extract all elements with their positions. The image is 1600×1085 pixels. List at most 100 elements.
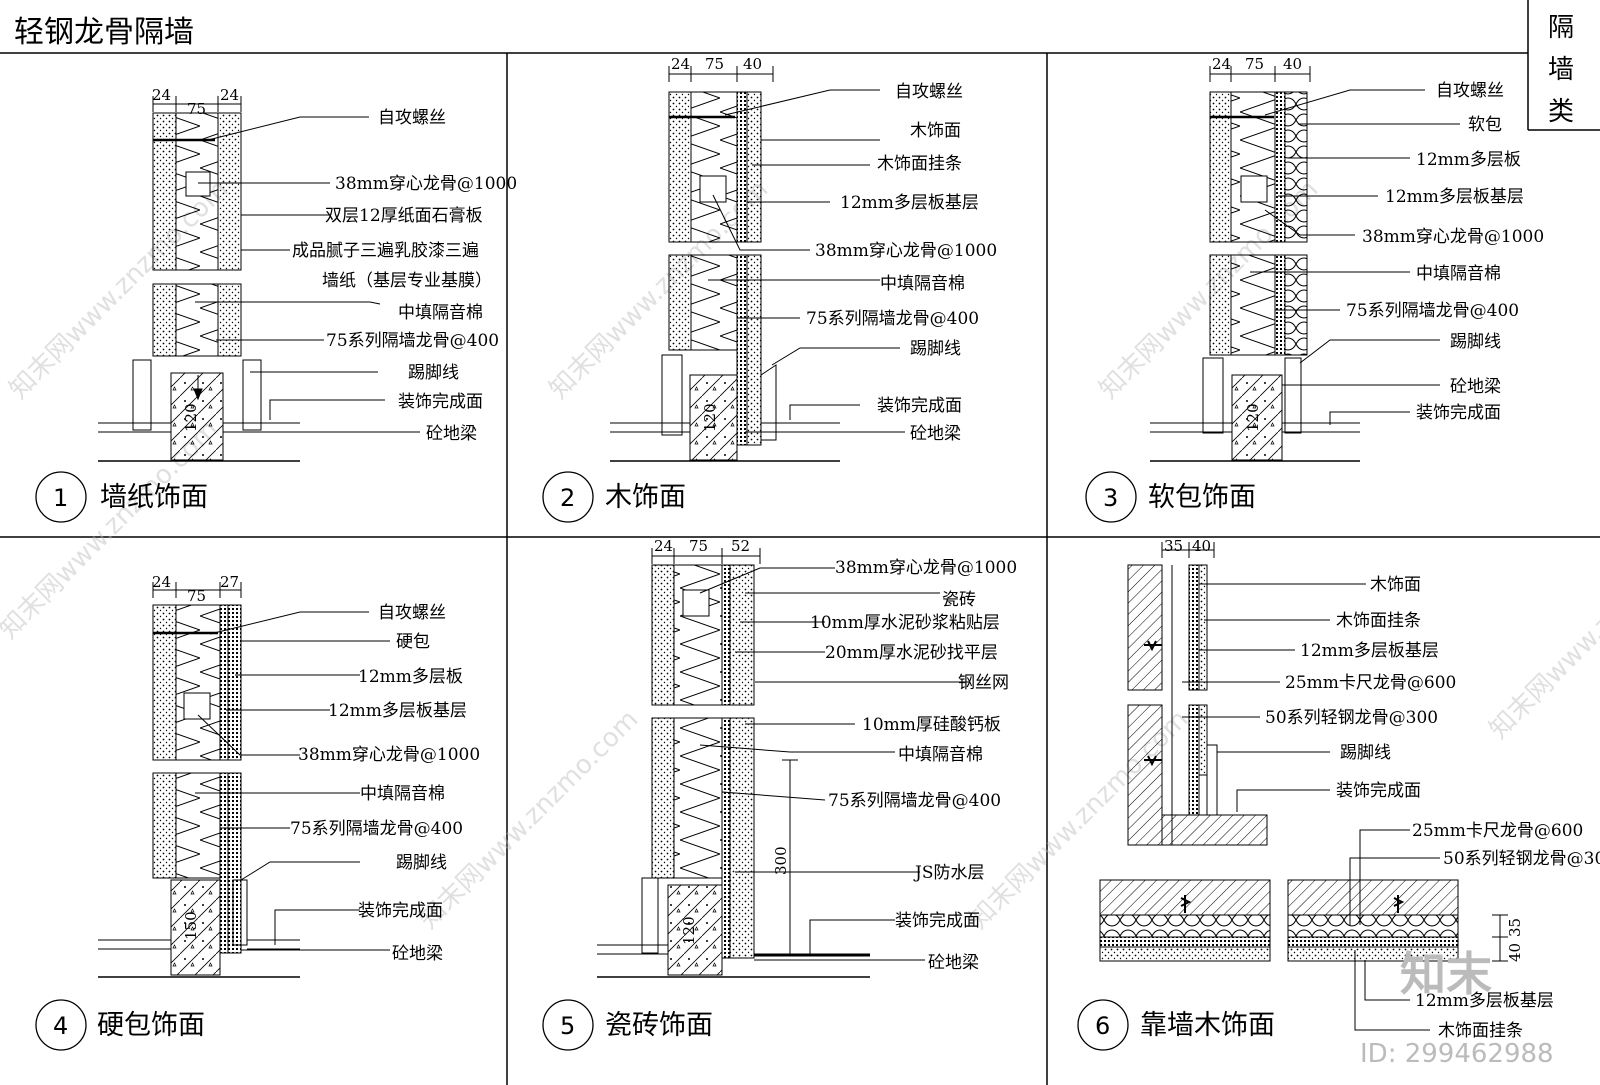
category-char-1: 隔 xyxy=(1548,13,1574,43)
detail-1-skirting-left xyxy=(132,359,152,431)
detail-4-label-9: 装饰完成面 xyxy=(358,901,443,921)
site-logo: 知末 xyxy=(1400,947,1492,1001)
category-char-3: 类 xyxy=(1548,97,1574,127)
detail-3-dim-3: 40 xyxy=(1283,55,1302,73)
detail-1-label-8: 踢脚线 xyxy=(408,363,459,383)
detail-1-dim-1: 24 xyxy=(152,86,171,104)
detail-4-dim-1: 24 xyxy=(152,573,171,591)
detail-3-number-circle xyxy=(1085,471,1137,523)
detail-3-height-dim: 120 xyxy=(1244,403,1262,432)
detail-6-label-2: 木饰面挂条 xyxy=(1336,611,1421,631)
detail-4-label-6: 中填隔音棉 xyxy=(360,784,445,804)
detail-5-text: 24 75 52 120 300 38mm穿心龙骨@1000 瓷砖 10mm厚水… xyxy=(542,537,1017,1051)
detail-1-caption: 墙纸饰面 xyxy=(100,482,208,513)
detail-2-height-dim: 120 xyxy=(701,403,719,432)
detail-3-label-1: 自攻螺丝 xyxy=(1436,81,1504,101)
detail-3-label-9: 砼地梁 xyxy=(1450,377,1501,397)
detail-2-label-6: 中填隔音棉 xyxy=(880,274,965,294)
detail-5-number: 5 xyxy=(560,1012,575,1040)
detail-2-label-3: 木饰面挂条 xyxy=(877,154,962,174)
detail-5-label-7: 中填隔音棉 xyxy=(898,745,983,765)
resource-id: ID: 299462988 xyxy=(1360,1039,1554,1069)
detail-5-label-5: 钢丝网 xyxy=(958,673,1009,693)
detail-1-board-right xyxy=(217,112,242,271)
detail-1-label-5: 墙纸（基层专业基膜） xyxy=(322,271,492,291)
category-char-2: 墙 xyxy=(1548,55,1574,85)
detail-1-dimensions xyxy=(152,96,242,112)
category-tag: 隔 墙 类 xyxy=(1548,13,1574,127)
detail-1 xyxy=(98,96,420,462)
detail-3-label-5: 38mm穿心龙骨@1000 xyxy=(1362,227,1544,247)
detail-6-label-9: 50系列轻钢龙骨@300 xyxy=(1443,849,1600,869)
sheet-title: 轻钢龙骨隔墙 xyxy=(14,15,194,50)
detail-3-label-8: 踢脚线 xyxy=(1450,332,1501,352)
detail-1-label-2: 38mm穿心龙骨@1000 xyxy=(335,174,517,194)
detail-6 xyxy=(1099,542,1508,1031)
detail-5-side-dim: 300 xyxy=(772,846,790,875)
detail-1-label-6: 中填隔音棉 xyxy=(398,303,483,323)
detail-6-caption: 靠墙木饰面 xyxy=(1140,1010,1275,1041)
detail-1-board-left xyxy=(152,112,177,271)
detail-5-label-1: 38mm穿心龙骨@1000 xyxy=(835,558,1017,578)
detail-4-label-10: 砼地梁 xyxy=(392,944,443,964)
detail-5-label-11: 砼地梁 xyxy=(928,953,979,973)
detail-2-number: 2 xyxy=(560,484,575,512)
detail-5-label-4: 20mm厚水泥砂找平层 xyxy=(825,643,998,663)
detail-4-text: 24 75 27 150 自攻螺丝 硬包 12mm多层板 12mm多层板基层 3… xyxy=(35,573,480,1051)
detail-1-number-circle xyxy=(35,471,87,523)
detail-1-number: 1 xyxy=(53,484,68,512)
detail-6-label-7: 装饰完成面 xyxy=(1336,781,1421,801)
detail-3 xyxy=(1150,66,1460,462)
detail-6-label-3: 12mm多层板基层 xyxy=(1300,641,1439,661)
detail-1-label-9: 装饰完成面 xyxy=(398,392,483,412)
detail-4-number-circle xyxy=(35,999,87,1051)
detail-4-number: 4 xyxy=(53,1012,68,1040)
detail-1-label-4: 成品腻子三遍乳胶漆三遍 xyxy=(292,241,479,261)
detail-1-dim-3: 24 xyxy=(220,86,239,104)
detail-4-caption: 硬包饰面 xyxy=(97,1010,205,1041)
detail-6-text: 35 40 35 40 木饰面 木饰面挂条 12mm多层板基层 25mm卡尺龙骨… xyxy=(1077,537,1600,1051)
detail-3-dim-2: 75 xyxy=(1245,55,1264,73)
detail-6-label-8: 25mm卡尺龙骨@600 xyxy=(1412,821,1583,841)
detail-5-label-8: 75系列隔墙龙骨@400 xyxy=(828,791,1001,811)
detail-1-label-7: 75系列隔墙龙骨@400 xyxy=(326,331,499,351)
detail-4-label-1: 自攻螺丝 xyxy=(378,603,446,623)
detail-2-dim-1: 24 xyxy=(671,55,690,73)
detail-4-dim-2: 75 xyxy=(187,587,206,605)
detail-4-dim-3: 27 xyxy=(220,573,239,591)
detail-6-dim-2: 40 xyxy=(1192,537,1211,555)
detail-3-caption: 软包饰面 xyxy=(1148,482,1256,513)
detail-3-label-10: 装饰完成面 xyxy=(1416,403,1501,423)
detail-5-dim-2: 75 xyxy=(689,537,708,555)
detail-3-label-2: 软包 xyxy=(1468,115,1502,135)
detail-1-label-3: 双层12厚纸面石膏板 xyxy=(325,205,483,226)
detail-6-dim-1: 35 xyxy=(1164,537,1183,555)
detail-3-number: 3 xyxy=(1103,484,1118,512)
detail-1-skirting-right xyxy=(242,359,262,431)
detail-4-label-3: 12mm多层板 xyxy=(358,667,463,687)
detail-3-label-6: 中填隔音棉 xyxy=(1416,264,1501,284)
detail-5-caption: 瓷砖饰面 xyxy=(605,1010,713,1041)
detail-2-label-9: 装饰完成面 xyxy=(877,396,962,416)
detail-6-plan-dim-1: 35 xyxy=(1506,918,1524,937)
detail-4 xyxy=(98,582,390,978)
detail-1-dim-2: 75 xyxy=(187,100,206,118)
detail-2-label-10: 砼地梁 xyxy=(910,424,961,444)
detail-4-label-2: 硬包 xyxy=(396,632,430,652)
detail-1-text: 24 75 24 120 自攻螺丝 38mm穿心龙骨@1000 双层12厚纸面石… xyxy=(35,86,517,523)
detail-5 xyxy=(597,548,970,978)
detail-2-label-2: 木饰面 xyxy=(910,121,961,141)
detail-2-dim-3: 40 xyxy=(743,55,762,73)
detail-5-label-6: 10mm厚硅酸钙板 xyxy=(862,715,1001,735)
detail-6-label-6: 踢脚线 xyxy=(1340,743,1391,763)
detail-2-label-8: 踢脚线 xyxy=(910,339,961,359)
detail-5-label-2: 瓷砖 xyxy=(942,590,976,610)
detail-4-height-dim: 150 xyxy=(182,911,200,940)
detail-3-text: 24 75 40 120 自攻螺丝 软包 12mm多层板 12mm多层板基层 3… xyxy=(1085,55,1544,523)
detail-3-label-3: 12mm多层板 xyxy=(1416,150,1521,170)
detail-5-label-10: 装饰完成面 xyxy=(895,911,980,931)
detail-4-label-4: 12mm多层板基层 xyxy=(328,701,467,721)
detail-2 xyxy=(610,66,905,462)
detail-5-dim-3: 52 xyxy=(731,537,750,555)
